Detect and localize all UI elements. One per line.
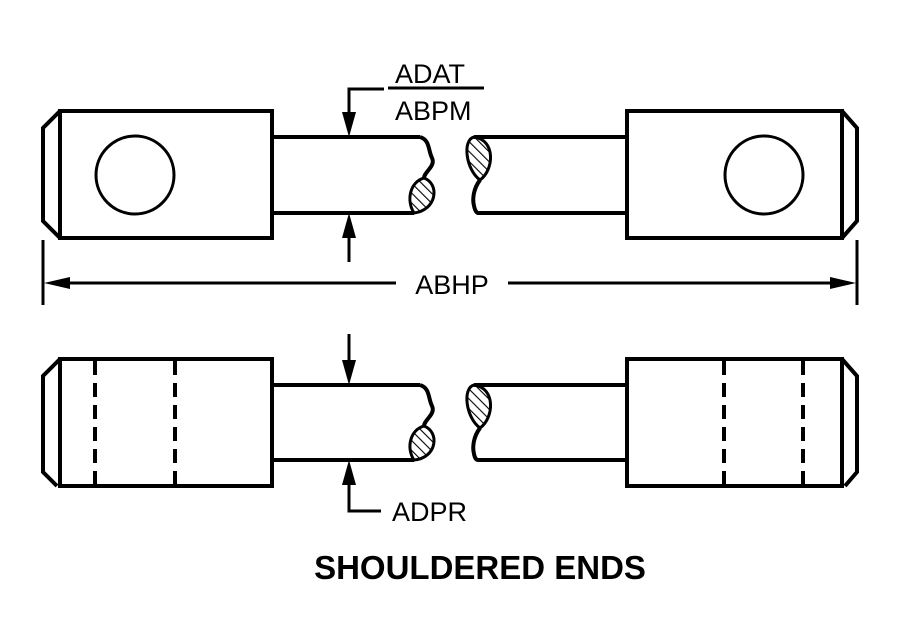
dimension-label-adpr: ADPR [392,497,467,527]
top-view [41,109,859,240]
drawing-title: SHOULDERED ENDS [314,549,646,586]
bottom-left-end [41,357,274,488]
dimension-label-adat: ADAT [395,59,465,89]
top-left-cross-hole [94,134,176,216]
top-right-shaft [465,135,627,215]
arrow-right-icon [830,277,856,289]
arrow-left-icon [44,277,70,289]
top-left-chamfer [41,109,62,240]
bottom-view [41,357,859,488]
bottom-left-shaft [272,383,436,462]
top-right-chamfer [840,109,859,240]
top-left-shaft [272,135,436,215]
arrow-up-icon [342,460,356,485]
bottom-right-end [625,357,859,488]
top-right-break-section [465,135,492,182]
top-right-cross-hole [723,134,805,216]
top-right-end [625,109,859,240]
bottom-left-break-section [408,424,436,462]
arrowheads [44,112,856,485]
top-left-end [41,109,274,240]
arrow-down-icon [342,112,356,137]
top-left-end-block [58,109,274,240]
bottom-left-chamfer [41,357,62,488]
dimension-label-abhp: ABHP [415,270,489,300]
bottom-right-chamfer [840,357,859,488]
dimension-label-abpm: ABPM [395,96,472,126]
arrow-up-icon [342,213,356,238]
bottom-right-break-section [465,383,492,430]
bottom-right-shaft [465,383,627,462]
bottom-right-end-block [625,357,844,488]
overall-length-dimension [41,240,859,305]
bottom-left-end-block [58,357,274,488]
top-right-end-block [625,109,844,240]
arrow-down-icon [342,360,356,385]
top-left-break-section [408,176,436,215]
